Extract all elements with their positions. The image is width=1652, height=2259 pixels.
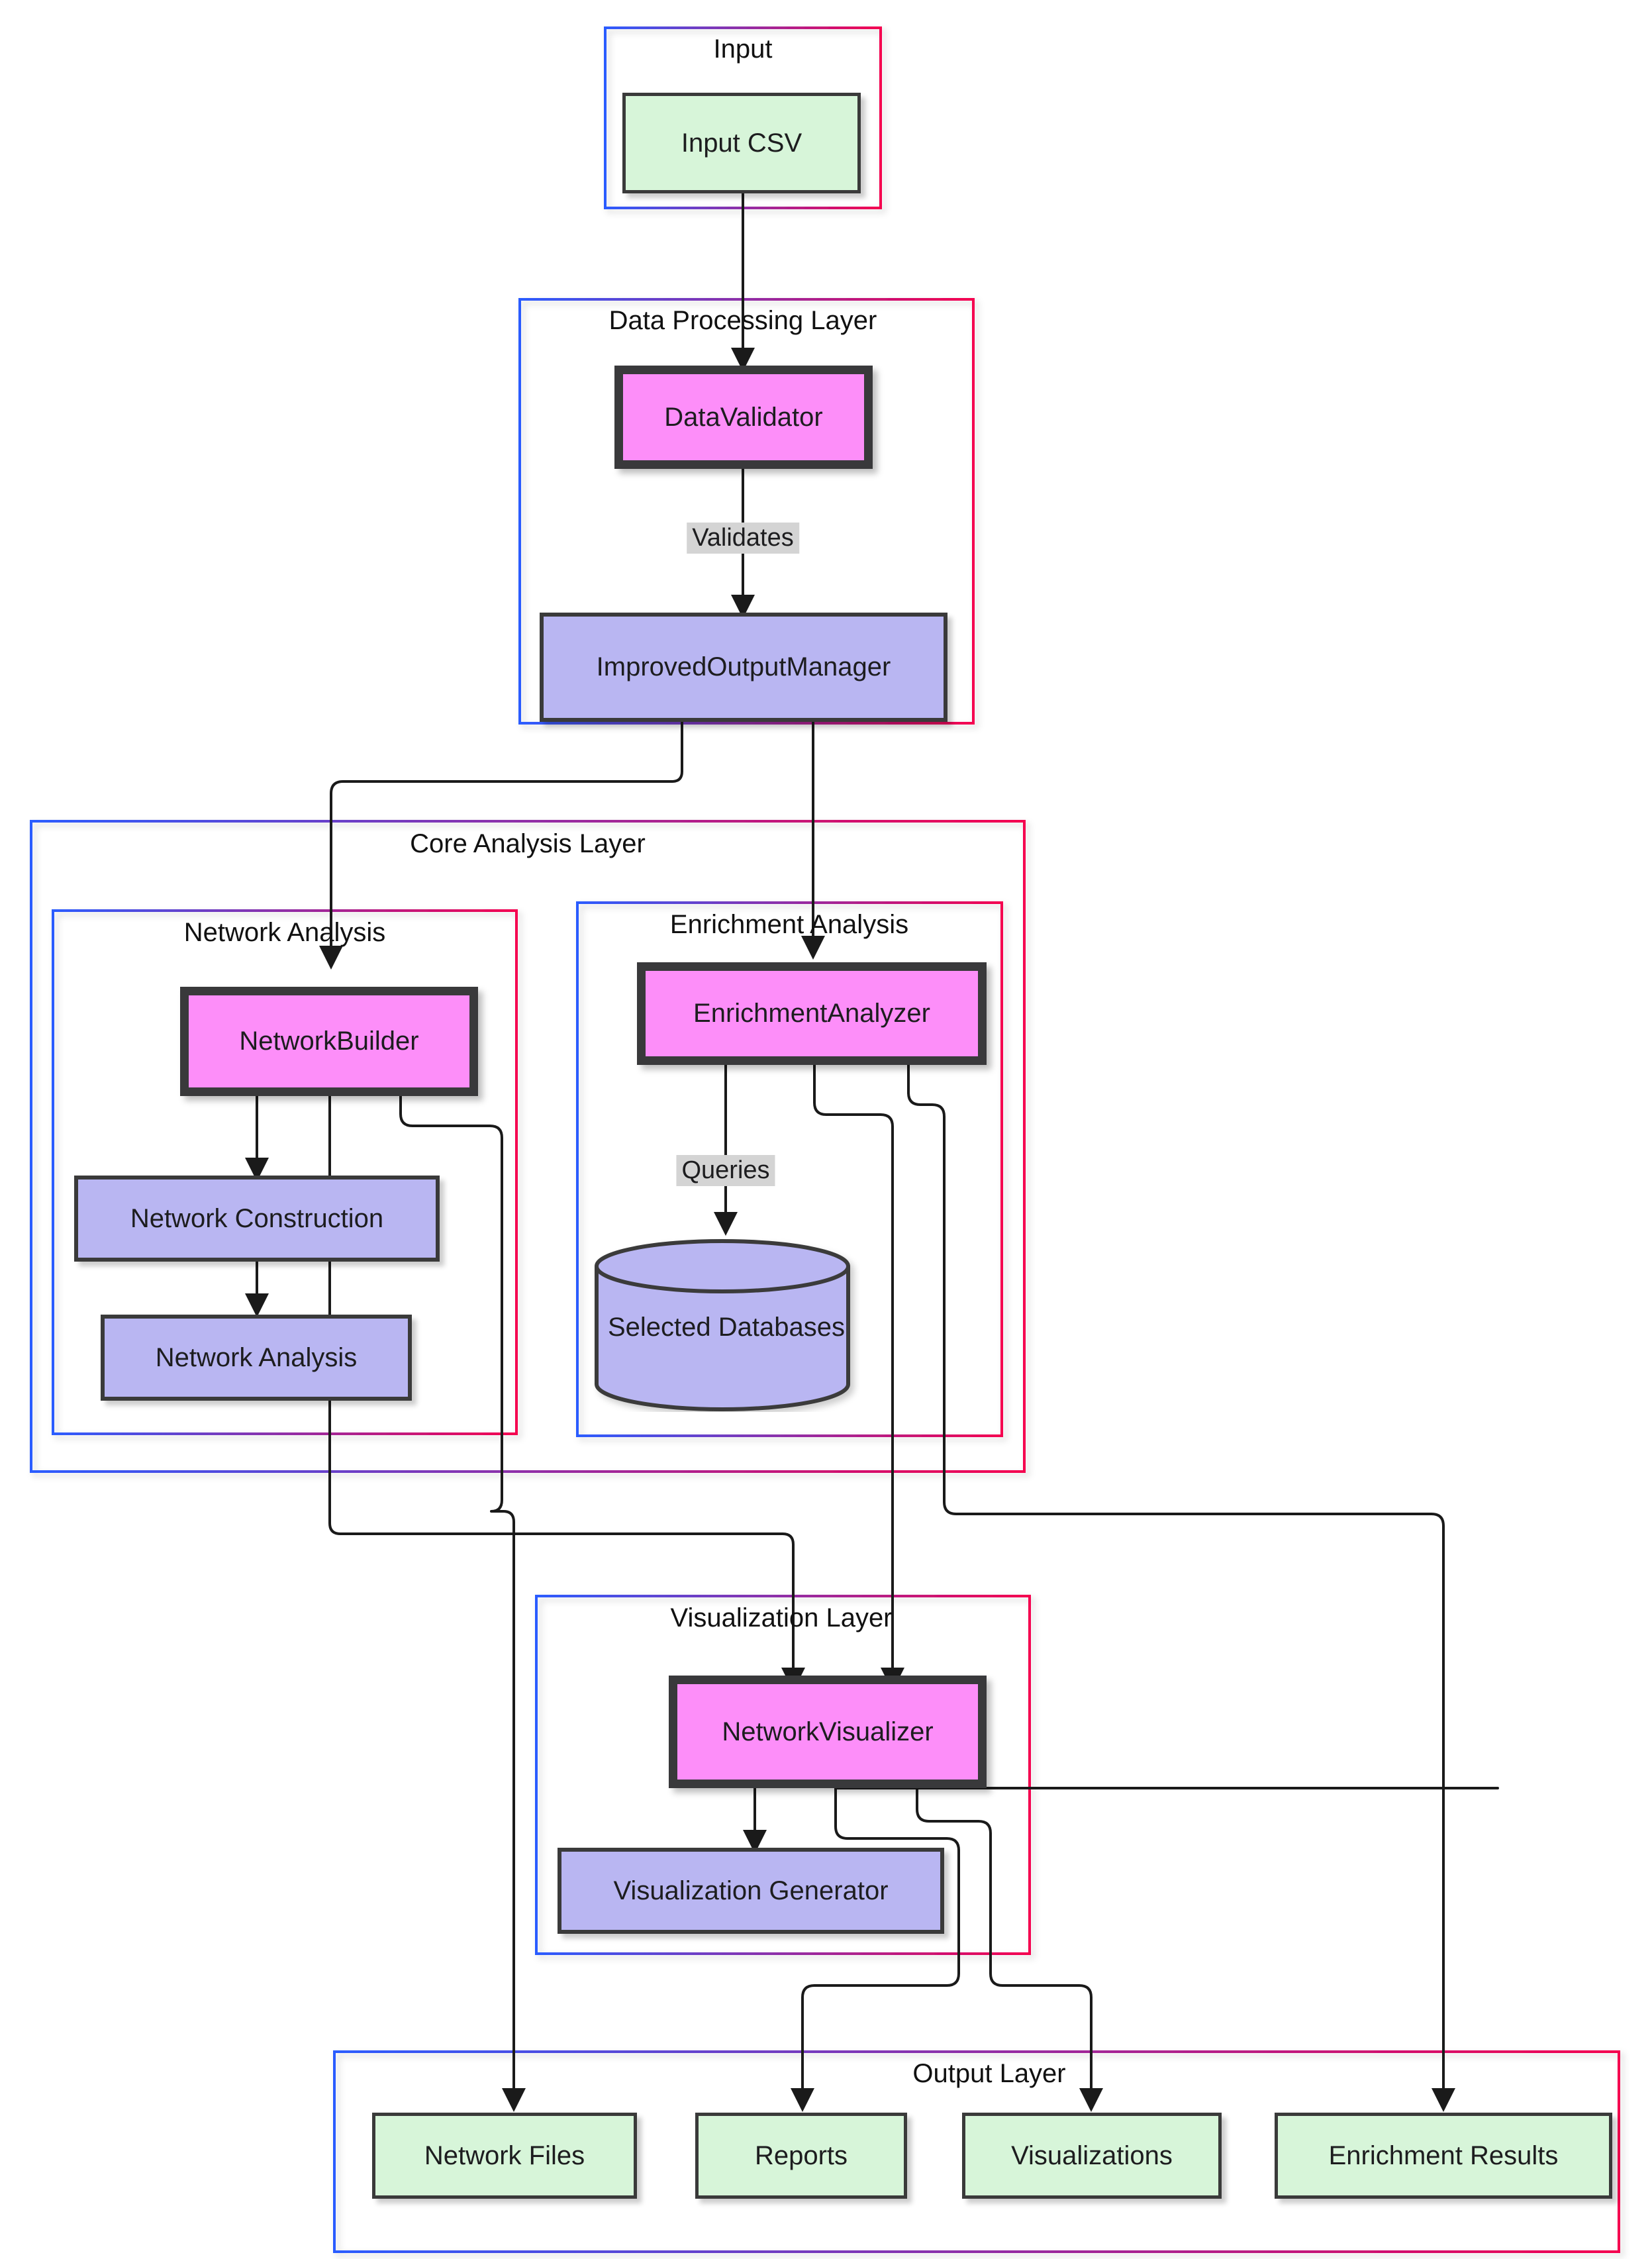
node-input-csv[interactable]: Input CSV <box>622 93 861 193</box>
edge-label-queries: Queries <box>676 1155 775 1186</box>
node-network-files[interactable]: Network Files <box>372 2113 637 2199</box>
node-network-construction[interactable]: Network Construction <box>74 1176 440 1262</box>
edge-netvis-to-reports <box>791 1787 1499 2112</box>
node-network-builder[interactable]: NetworkBuilder <box>180 987 478 1096</box>
subgraph-network-analysis <box>52 909 518 1435</box>
subgraph-output-layer <box>333 2050 1620 2253</box>
node-network-analysis[interactable]: Network Analysis <box>101 1315 412 1401</box>
subgraph-core-analysis <box>30 820 1026 1473</box>
node-visualization-generator[interactable]: Visualization Generator <box>558 1848 944 1934</box>
node-selected-databases-label: Selected Databases <box>607 1313 845 1342</box>
node-reports[interactable]: Reports <box>695 2113 907 2199</box>
edge-enranalyzer-to-enrres <box>907 1064 1455 2112</box>
node-enrichment-analyzer[interactable]: EnrichmentAnalyzer <box>637 962 987 1065</box>
node-selected-databases[interactable]: Selected Databases <box>593 1238 860 1412</box>
subgraph-title-output-layer: Output Layer <box>912 2059 1066 2088</box>
node-visualizations[interactable]: Visualizations <box>962 2113 1222 2199</box>
subgraph-title-network-analysis: Network Analysis <box>183 918 386 947</box>
subgraph-data-processing <box>518 298 975 725</box>
node-data-validator[interactable]: DataValidator <box>614 366 873 469</box>
subgraph-title-enrichment-analysis: Enrichment Analysis <box>669 910 909 939</box>
subgraph-visualization-layer <box>535 1595 1031 1955</box>
edge-netvis-to-visualizations <box>916 1787 1103 2112</box>
subgraph-enrichment-analysis <box>576 901 1003 1437</box>
edge-netbuilder-to-netfiles <box>399 1095 526 2112</box>
subgraph-title-core-analysis: Core Analysis Layer <box>410 829 646 858</box>
edge-enranalyzer-to-netvis <box>813 1064 904 1691</box>
edge-label-validates: Validates <box>687 523 799 554</box>
edge-netbuilder-to-netvis <box>328 1095 805 1691</box>
subgraph-title-visualization-layer: Visualization Layer <box>670 1603 893 1632</box>
subgraph-title-input: Input <box>713 34 773 64</box>
node-enrichment-results[interactable]: Enrichment Results <box>1275 2113 1612 2199</box>
node-improved-output-manager[interactable]: ImprovedOutputManager <box>540 613 947 722</box>
subgraph-title-data-processing: Data Processing Layer <box>608 306 877 335</box>
node-network-visualizer[interactable]: NetworkVisualizer <box>669 1676 987 1788</box>
edge-outputmgr-to-netbuilder <box>319 721 683 970</box>
